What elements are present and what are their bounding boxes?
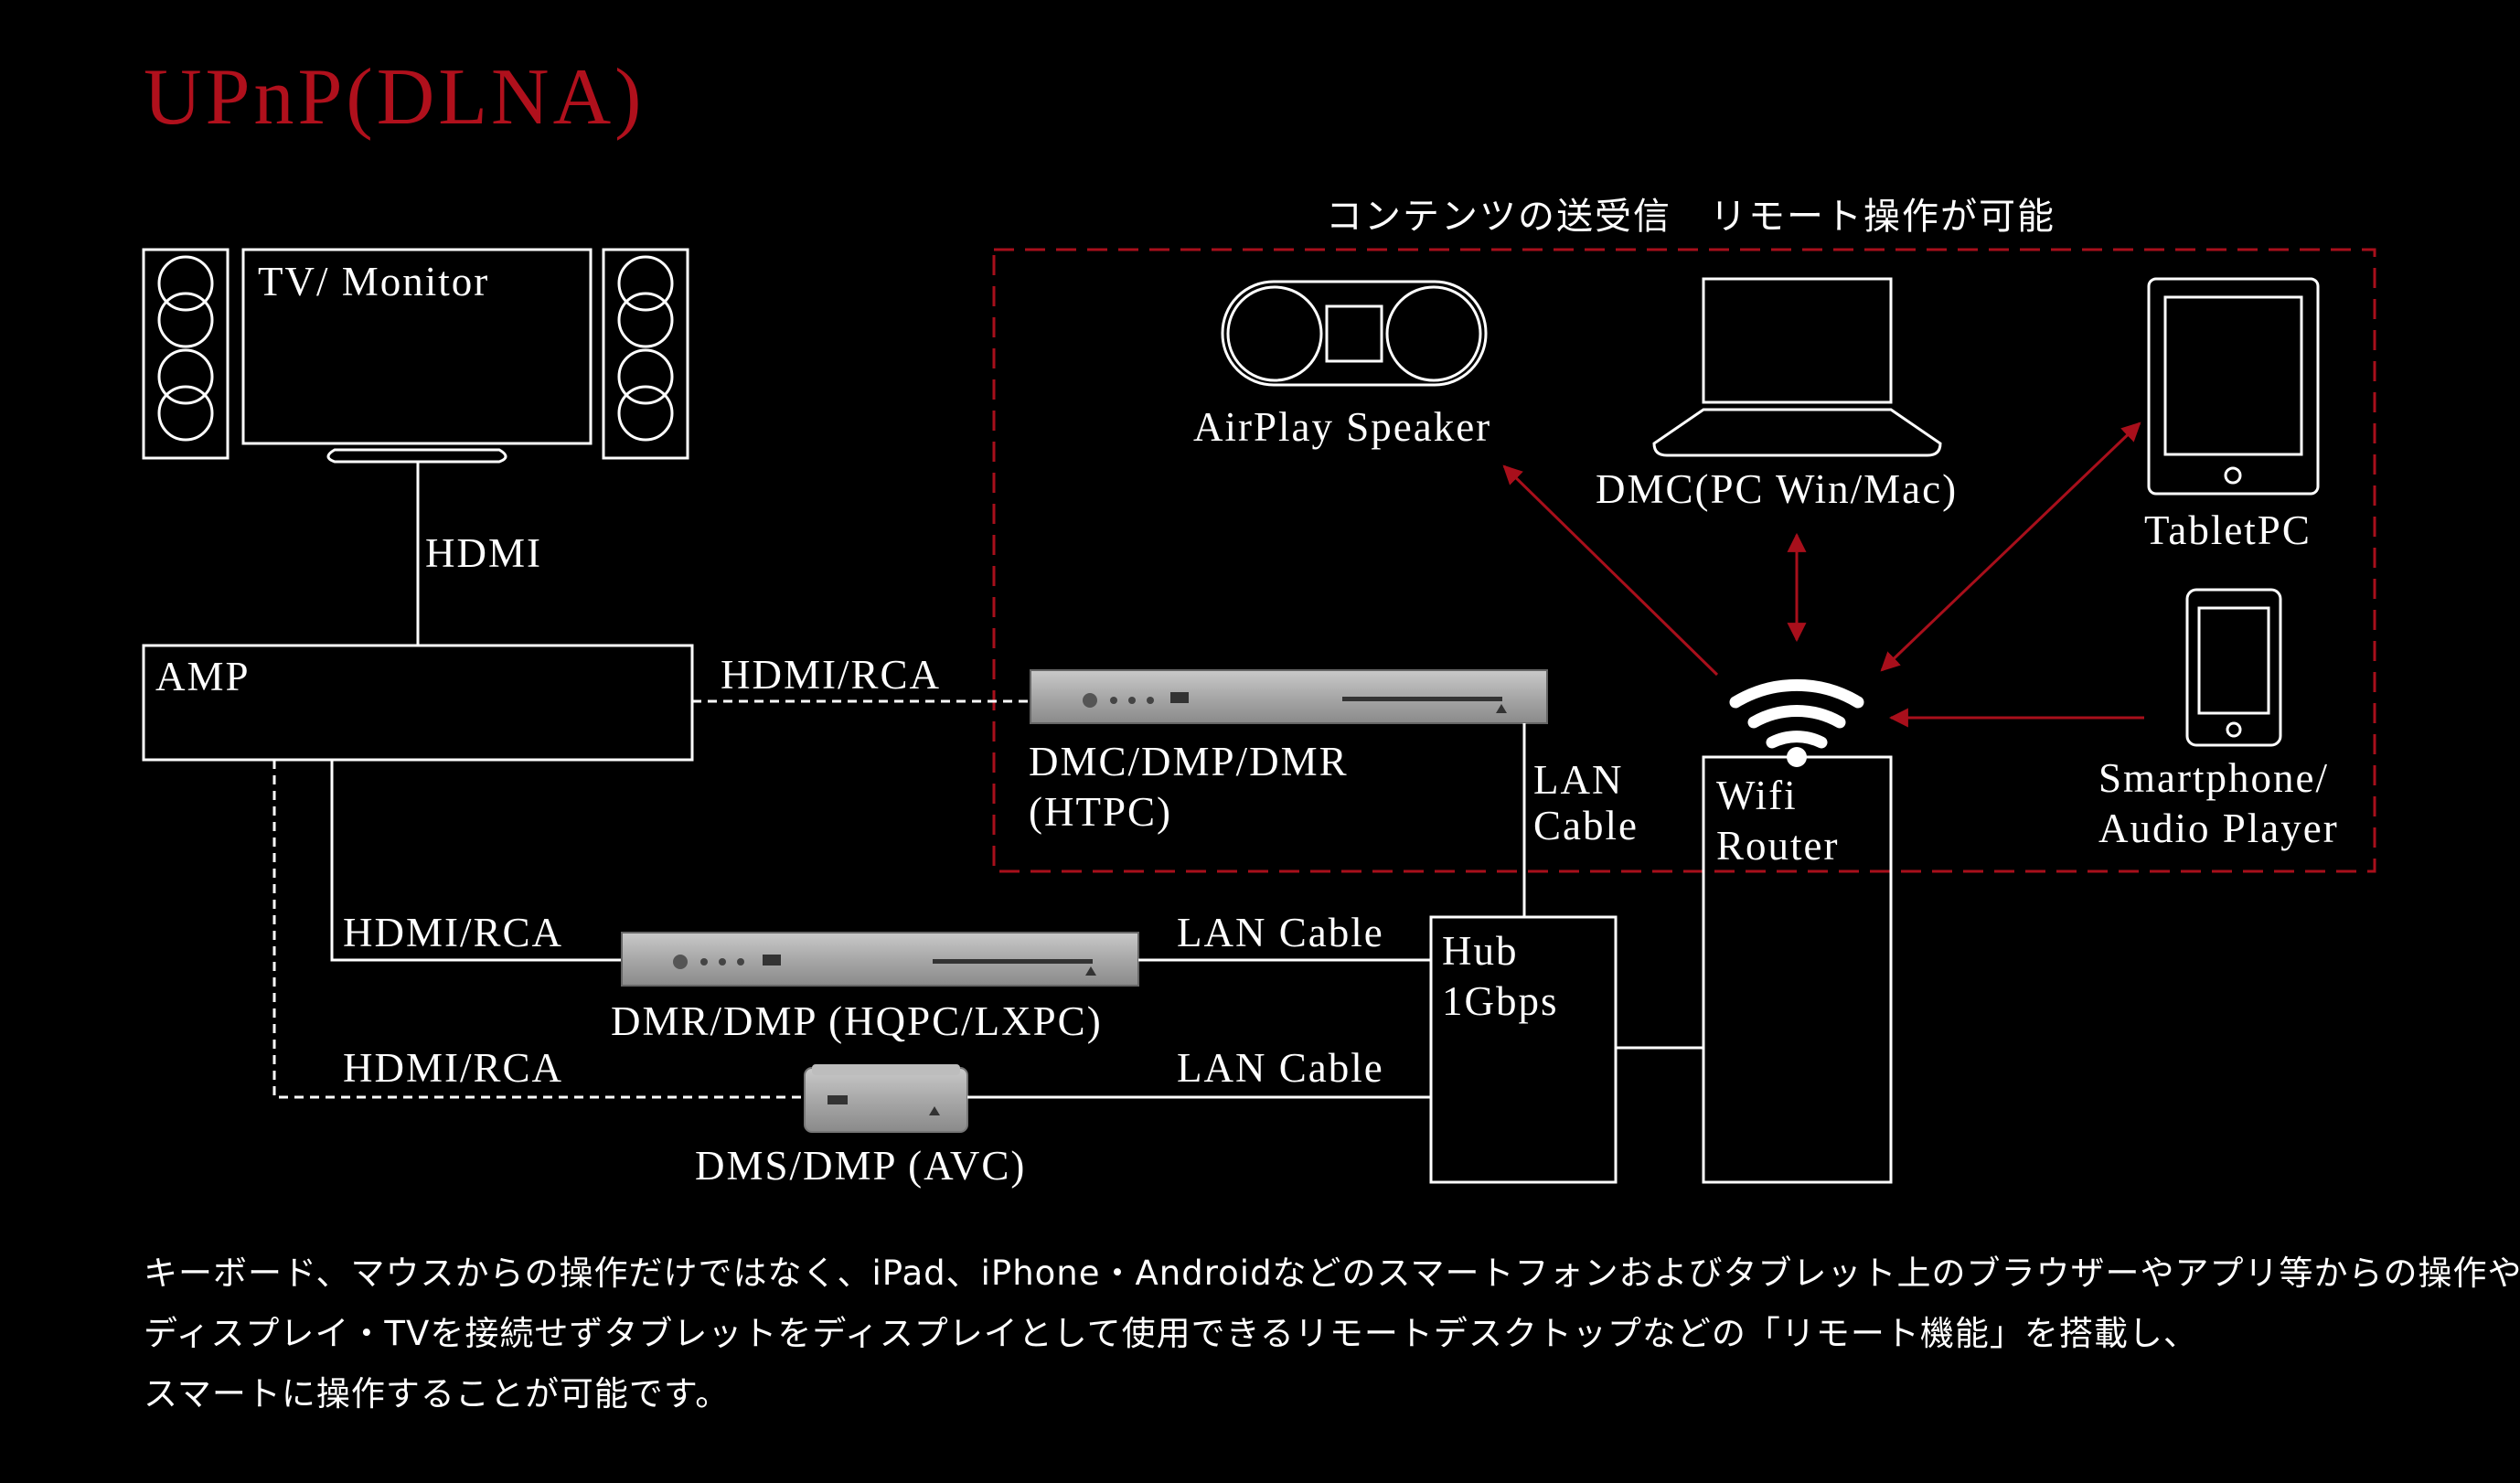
smartphone-label-line2: Audio Player [2098,806,2339,851]
wifi-icon [1729,678,1864,767]
left-speaker-icon [142,248,230,460]
hub-label-line2: 1Gbps [1442,978,1559,1024]
htpc-label-line2: (HTPC) [1029,789,1172,835]
hub-box [1429,915,1618,1184]
router-airplay-arrow [1502,464,1719,677]
right-speaker-icon [602,248,689,460]
amp-htpc-label: HDMI/RCA [721,652,941,698]
smartphone-label-line1: Smartphone/ [2098,755,2329,801]
wifi-router-box [1702,755,1893,1184]
airplay-speaker-icon [1221,280,1488,387]
amp-hqpc-cable [330,760,622,962]
description-line-2: ディスプレイ・TVを接続せずタブレットをディスプレイとして使用できるリモートデス… [144,1314,2198,1353]
tablet-label: TabletPC [2144,507,2312,553]
avc-hub-label: LAN Cable [1177,1045,1384,1091]
avc-label: DMS/DMP (AVC) [695,1143,1026,1189]
hqpc-device-icon [621,932,1139,987]
htpc-label-line1: DMC/DMP/DMR [1029,739,1349,784]
dmc-pc-label: DMC(PC Win/Mac) [1596,466,1958,512]
wifi-router-label-line2: Router [1716,823,1839,869]
hub-label-line1: Hub [1442,928,1519,974]
description-line-3: スマートに操作することが可能です。 [144,1374,731,1414]
tablet-icon [2147,277,2320,496]
hqpc-label: DMR/DMP (HQPC/LXPC) [611,998,1103,1044]
tv-monitor-label: TV/ Monitor [258,259,489,304]
router-tablet-arrow [1880,421,2141,672]
amp-avc-label: HDMI/RCA [343,1045,563,1091]
remote-zone-border [992,248,2376,873]
description: キーボード、マウスからの操作だけではなく、iPad、iPhone・Android… [144,1243,2520,1424]
hqpc-hub-label: LAN Cable [1177,910,1384,955]
wifi-router-label-line1: Wifi [1716,773,1798,818]
smartphone-icon [2185,588,2282,747]
laptop-icon [1652,277,1942,457]
amp-hqpc-label: HDMI/RCA [343,910,563,955]
avc-device-icon [804,1064,968,1133]
tv-amp-label: HDMI [425,530,542,576]
page-title: UPnP(DLNA) [144,53,645,142]
remote-zone-caption: コンテンツの送受信 リモート操作が可能 [1326,196,2056,238]
htpc-hub-label-line1: LAN [1533,757,1623,803]
htpc-hub-label-line2: Cable [1533,803,1639,848]
amp-label: AMP [155,654,251,699]
htpc-device-icon [1030,669,1548,724]
amp-avc-cable [272,760,805,1099]
tv-monitor-icon [241,248,593,464]
description-line-1: キーボード、マウスからの操作だけではなく、iPad、iPhone・Android… [144,1254,2520,1293]
airplay-speaker-label: AirPlay Speaker [1193,404,1491,450]
